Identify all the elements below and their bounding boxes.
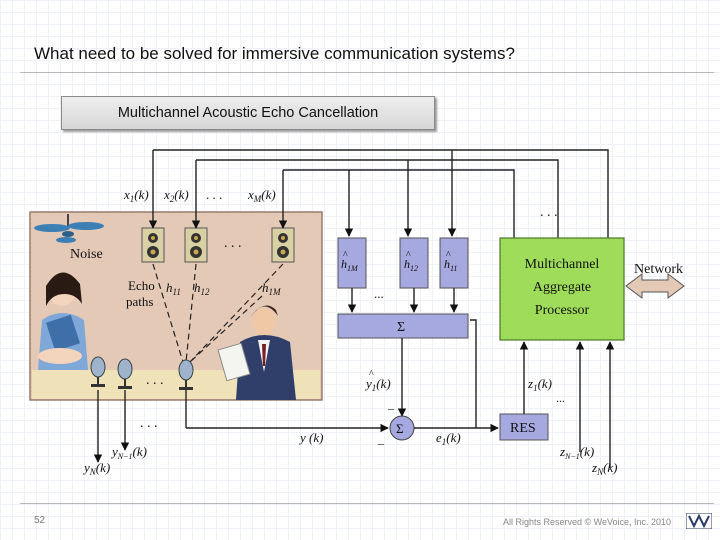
slide-title: What need to be solved for immersive com… [34,44,515,63]
footer-divider [20,503,714,504]
echo-h12-label: h12 [194,280,210,297]
speaker-icon [271,227,295,263]
y-hat-label: y1(k) [364,376,391,393]
svg-text:h12: h12 [404,257,418,273]
processor-dots: . . . [540,205,558,220]
network-label: Network [634,262,683,277]
y-signal-label: y (k) [298,430,323,445]
subtractor-symbol: Σ [396,421,404,436]
filter-dots: ... [374,286,384,301]
z1-label: z1(k) [527,376,552,393]
network-arrow [625,273,685,299]
microphone-icon [90,356,106,387]
echo-h11-label: h11 [166,280,181,297]
x1-label: x1(k) [123,187,149,204]
company-logo-icon [686,513,712,529]
speaker-icon [141,227,165,263]
sum-block [337,313,469,339]
svg-text:h1M: h1M [341,257,359,273]
svg-text:h11: h11 [444,257,457,273]
xm-label: xM(k) [247,187,276,204]
page-number: 52 [34,515,46,526]
z-dots: ... [556,391,565,405]
title-divider [20,72,714,73]
speaker-dots: . . . [224,236,242,251]
filter-h12: h12 ^ [399,237,429,289]
sum-block-symbol: Σ [397,320,405,335]
mic-output-dots: . . . [140,416,158,431]
svg-text:^: ^ [369,369,374,380]
filter-h1m: h1M ^ [337,237,367,289]
minus-sign-top: _ [387,397,395,411]
yn1-label: yN−1(k) [110,444,147,461]
zn-label: zN(k) [591,460,618,477]
zn1-label: zN−1(k) [559,444,594,461]
svg-text:^: ^ [406,250,411,261]
subtitle-box: Multichannel Acoustic Echo Cancellation [61,96,435,130]
res-label: RES [510,421,536,436]
filter-h11: h11 ^ [439,237,469,289]
mic-dots: . . . [146,373,164,388]
x-dots: . . . [206,187,222,202]
speaker-icon [184,227,208,263]
yn-label: yN(k) [82,460,110,477]
microphone-icon [178,359,194,390]
fan-icon [34,214,104,243]
x2-label: x2(k) [163,187,189,204]
echo-h1m-label: h1M [262,280,281,297]
copyright-text: All Rights Reserved © WeVoice, Inc. 2010 [503,517,672,527]
processor-block [499,237,625,341]
woman-figure [38,272,88,370]
e1-label: e1(k) [436,430,461,447]
svg-text:^: ^ [446,250,451,261]
noise-label: Noise [70,247,103,262]
svg-text:^: ^ [343,250,348,261]
echo-paths [152,263,284,363]
minus-sign-left: _ [377,432,385,446]
microphone-icon [117,358,133,389]
speaker-feed-lines [148,149,609,238]
man-figure [217,305,296,400]
